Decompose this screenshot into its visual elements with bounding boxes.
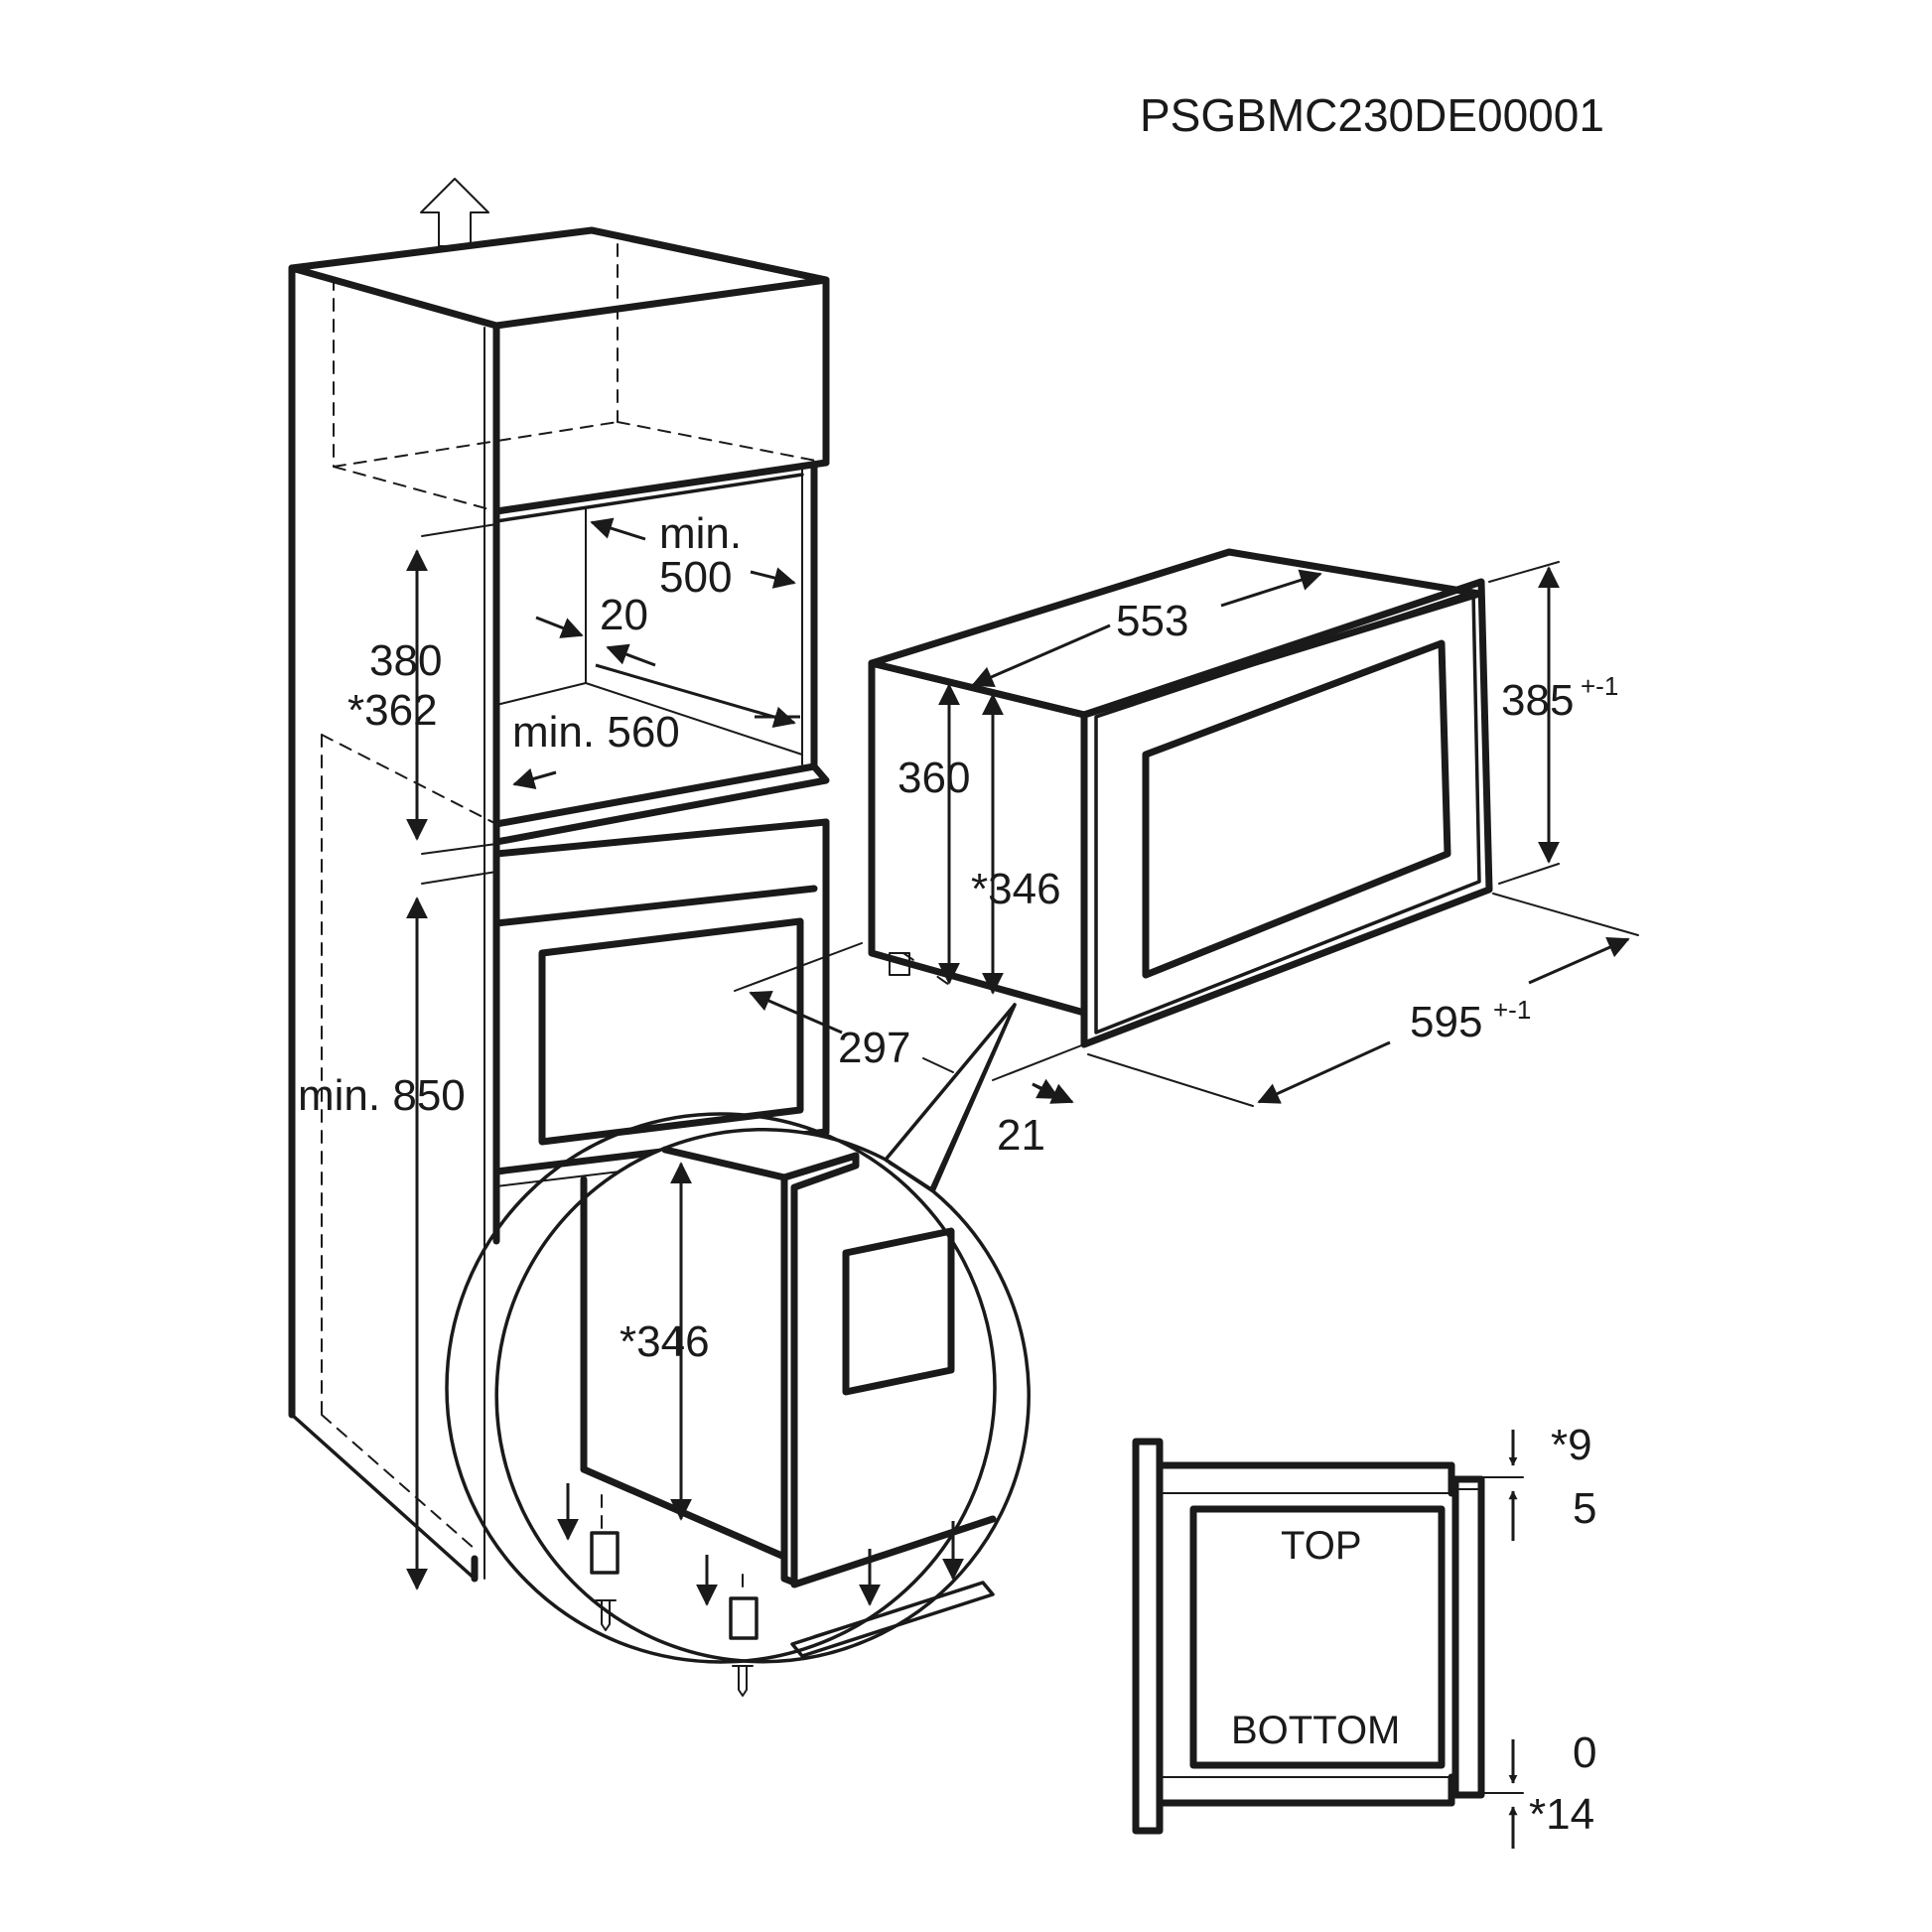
top-clearance-1: *9 (1551, 1421, 1592, 1469)
screw-icon (595, 1599, 617, 1631)
base-height: min. 850 (298, 1071, 466, 1120)
top-label: TOP (1281, 1524, 1362, 1568)
min-depth-label: min. (659, 509, 742, 558)
front-thickness: 21 (997, 1111, 1045, 1160)
tall-cabinet (288, 178, 830, 1583)
doc-code: PSGBMC230DE00001 (1140, 89, 1604, 141)
side-depth: 297 (838, 1024, 910, 1072)
detail-inner-height: *346 (620, 1317, 710, 1366)
front-height-tolerance: +-1 (1581, 671, 1618, 701)
niche-height-alt: *362 (347, 686, 438, 735)
detail-callout: *346 (445, 1003, 1031, 1697)
clearance-section: TOP BOTTOM *9 5 0 *14 (1132, 1421, 1596, 1849)
width-tolerance: +-1 (1493, 995, 1531, 1025)
bottom-label: BOTTOM (1231, 1709, 1400, 1752)
bottom-clearance-2: *14 (1529, 1790, 1594, 1839)
inner-height: *346 (971, 865, 1061, 913)
cabinet-dimensions: 380 *362 min. 500 20 min. 560 min. 850 (298, 509, 800, 1590)
niche-height: 380 (369, 636, 442, 685)
depth-value: 553 (1116, 597, 1188, 645)
fixing-block-icon (590, 1531, 620, 1575)
front-height: 385 (1501, 676, 1574, 725)
ventilation-arrow-icon (420, 178, 489, 247)
appliance-dimensions: 553 360 *346 385 +-1 595 +-1 297 21 (734, 561, 1639, 1160)
width-value: 595 (1410, 998, 1482, 1046)
min-depth-value: 500 (659, 553, 732, 602)
microwave-appliance (868, 548, 1493, 1048)
fixing-block-icon (729, 1596, 759, 1640)
screw-icon (732, 1665, 754, 1697)
min-width: min. 560 (512, 708, 680, 757)
top-clearance-2: 5 (1573, 1484, 1596, 1533)
body-height: 360 (897, 754, 970, 802)
gap-value: 20 (600, 591, 648, 639)
bottom-clearance-1: 0 (1573, 1728, 1596, 1777)
